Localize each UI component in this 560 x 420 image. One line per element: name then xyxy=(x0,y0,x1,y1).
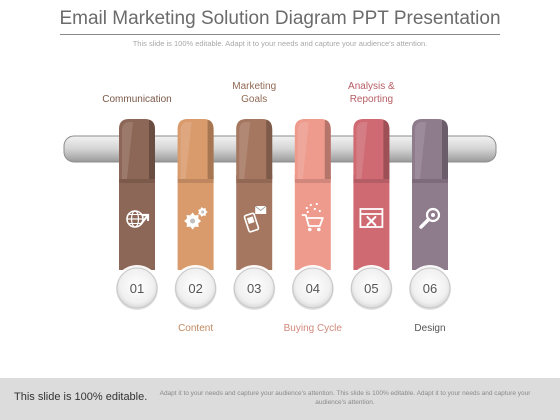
browser-window-icon xyxy=(359,208,384,228)
step-03-circle xyxy=(233,267,275,309)
step-01-label: Communication xyxy=(102,94,172,105)
step-number: 03 xyxy=(247,281,261,296)
step-03-label: Marketing Goals xyxy=(232,81,277,105)
step-03: 03 xyxy=(231,119,278,311)
footer-small-text: Adapt it to your needs and capture your … xyxy=(159,390,531,406)
step-number: 06 xyxy=(423,281,437,296)
step-04-label: Buying Cycle xyxy=(283,323,342,334)
step-05: 05 xyxy=(348,119,395,311)
step-number: 02 xyxy=(188,281,202,296)
title-divider xyxy=(60,34,500,35)
step-06-circle xyxy=(409,267,451,309)
footer-bar: This slide is 100% editable. Adapt it to… xyxy=(0,378,560,420)
step-01-strip xyxy=(119,175,155,270)
mobile-email-icon xyxy=(243,205,267,233)
step-05-strip xyxy=(353,175,390,270)
step-04: 04 xyxy=(289,119,336,311)
search-icon xyxy=(419,207,441,229)
step-02-label: Content xyxy=(178,323,214,334)
step-05-circle xyxy=(350,267,392,309)
ribbon-diagram: 01 02 03 04 05 06 xyxy=(63,119,497,311)
step-01: 01 xyxy=(114,119,160,311)
step-02: 02 xyxy=(172,119,219,311)
gears-icon xyxy=(184,207,208,230)
step-number: 04 xyxy=(306,281,320,296)
step-06-strip xyxy=(412,175,448,270)
step-04-strip xyxy=(294,175,331,270)
step-04-circle xyxy=(292,267,334,309)
step-number: 01 xyxy=(130,281,144,296)
globe-arrow-icon xyxy=(126,210,150,228)
step-05-label: Analysis & Reporting xyxy=(348,81,395,105)
step-06: 06 xyxy=(407,119,453,311)
step-02-circle xyxy=(175,267,217,309)
step-03-strip xyxy=(236,175,273,270)
slide-title: Email Marketing Solution Diagram PPT Pre… xyxy=(59,8,501,29)
step-01-circle xyxy=(116,267,158,309)
step-06-label: Design xyxy=(414,323,446,334)
shopping-cart-icon xyxy=(301,202,324,232)
slide-subtitle: This slide is 100% editable. Adapt it to… xyxy=(132,39,428,48)
footer-main-text: This slide is 100% editable. xyxy=(14,391,148,403)
step-number: 05 xyxy=(364,281,378,296)
